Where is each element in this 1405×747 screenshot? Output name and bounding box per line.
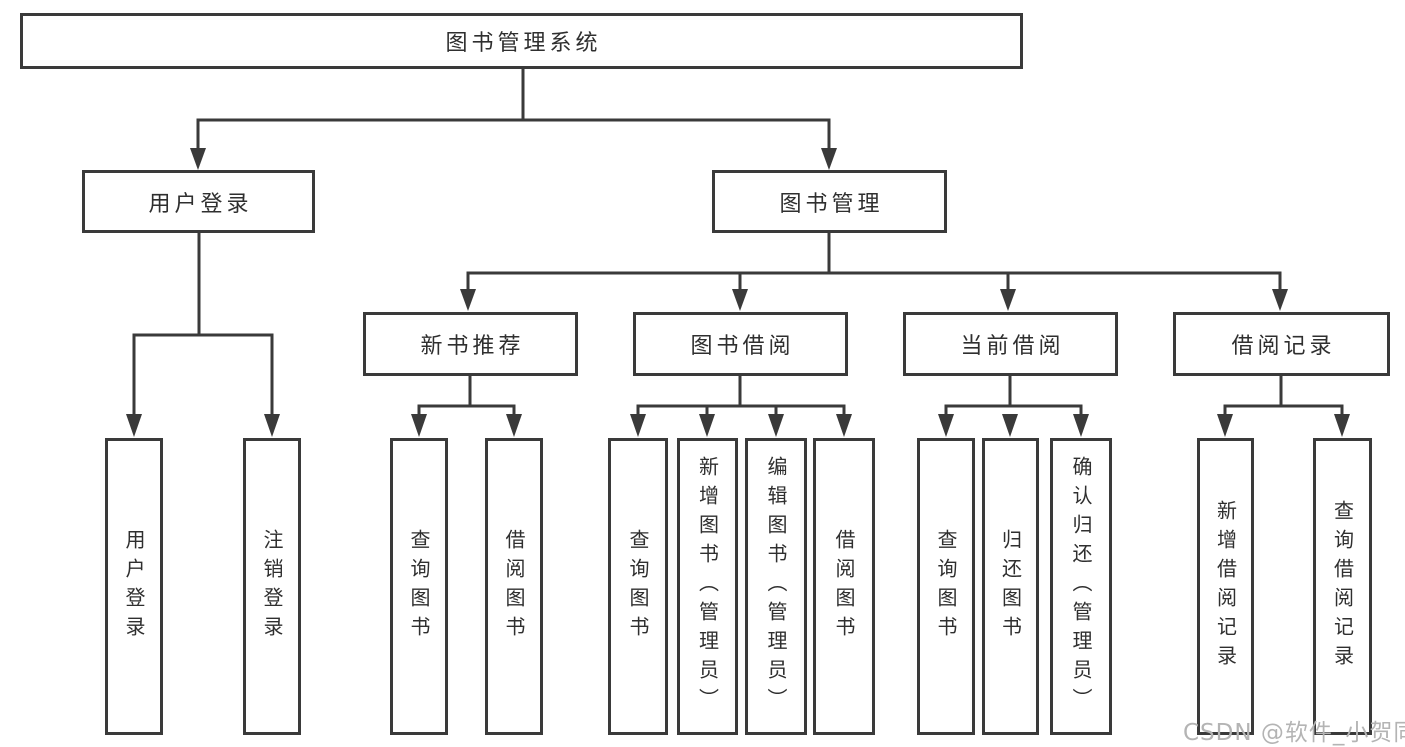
arrow-down — [190, 148, 206, 170]
node-new-book-recommend: 新书推荐 — [363, 312, 578, 376]
node-leaf-add-borrow-record: 新增借阅记录 — [1197, 438, 1254, 735]
arrow-down — [630, 414, 646, 437]
node-leaf-query-borrow-record: 查询借阅记录 — [1313, 438, 1372, 735]
arrow-down — [836, 414, 852, 437]
node-leaf-query-books-1: 查询图书 — [390, 438, 448, 735]
connector-group-new-book-recommend — [411, 376, 522, 437]
connector-group-current-borrow — [938, 376, 1089, 437]
node-book-borrow: 图书借阅 — [633, 312, 848, 376]
node-borrow-records: 借阅记录 — [1173, 312, 1390, 376]
node-leaf-edit-book-admin: 编辑图书（管理员） — [745, 438, 807, 735]
arrow-down — [506, 414, 522, 437]
node-leaf-borrow-books-1: 借阅图书 — [485, 438, 543, 735]
connector-group-root — [190, 68, 837, 170]
arrow-down — [1073, 414, 1089, 437]
connector-group-user-login — [126, 233, 280, 437]
node-library-management-system: 图书管理系统 — [20, 13, 1023, 69]
csdn-watermark: CSDN @软件_小贺同学 — [1183, 720, 1405, 746]
node-leaf-query-books-2: 查询图书 — [608, 438, 668, 735]
connector-group-book-borrow — [630, 376, 852, 437]
connector-group-borrow-records — [1217, 376, 1350, 437]
arrow-down — [821, 148, 837, 170]
arrow-down — [699, 414, 715, 437]
arrow-down — [126, 414, 142, 437]
arrow-down — [411, 414, 427, 437]
arrow-down — [1000, 289, 1016, 311]
node-leaf-confirm-return-admin: 确认归还（管理员） — [1050, 438, 1112, 735]
arrow-down — [1272, 289, 1288, 311]
arrow-down — [732, 289, 748, 311]
node-user-login: 用户登录 — [82, 170, 315, 233]
arrow-down — [938, 414, 954, 437]
arrow-down — [460, 289, 476, 311]
arrow-down — [768, 414, 784, 437]
node-leaf-query-books-3: 查询图书 — [917, 438, 975, 735]
arrow-down — [1002, 414, 1018, 437]
arrow-down — [1334, 414, 1350, 437]
connector-group-book-management — [460, 233, 1288, 311]
arrow-down — [1217, 414, 1233, 437]
node-leaf-logout: 注销登录 — [243, 438, 301, 735]
node-current-borrow: 当前借阅 — [903, 312, 1118, 376]
node-book-management: 图书管理 — [712, 170, 947, 233]
node-leaf-borrow-books-2: 借阅图书 — [813, 438, 875, 735]
node-leaf-user-login: 用户登录 — [105, 438, 163, 735]
node-leaf-add-book-admin: 新增图书（管理员） — [677, 438, 738, 735]
node-leaf-return-book: 归还图书 — [982, 438, 1039, 735]
arrow-down — [264, 414, 280, 437]
